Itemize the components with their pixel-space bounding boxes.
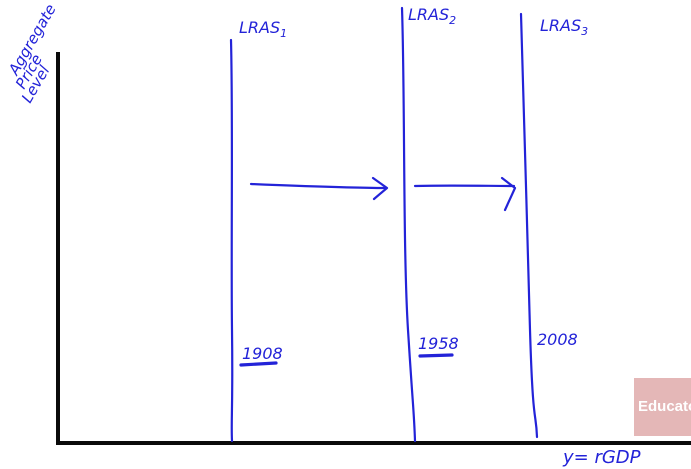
- lras2-label: LRAS2: [408, 5, 456, 27]
- shift-arrow-1-head: [371, 176, 389, 201]
- lras3-curve: [519, 12, 539, 439]
- lras2-year-underline: [418, 353, 454, 358]
- watermark-logo: Educato: [634, 378, 691, 436]
- shift-arrow-2-head: [500, 176, 517, 212]
- lras1-label: LRAS1: [239, 18, 287, 40]
- lras1-curve: [229, 38, 234, 443]
- lras3-label: LRAS3: [540, 16, 588, 38]
- lras1-year-underline: [239, 361, 278, 367]
- x-axis-label: y= rGDP: [562, 447, 641, 468]
- lras2-curve: [400, 6, 417, 443]
- lras2-year: 1958: [418, 334, 459, 353]
- lras1-year: 1908: [242, 344, 283, 363]
- shift-arrow-1-shaft: [249, 182, 388, 190]
- lras3-year: 2008: [537, 330, 578, 349]
